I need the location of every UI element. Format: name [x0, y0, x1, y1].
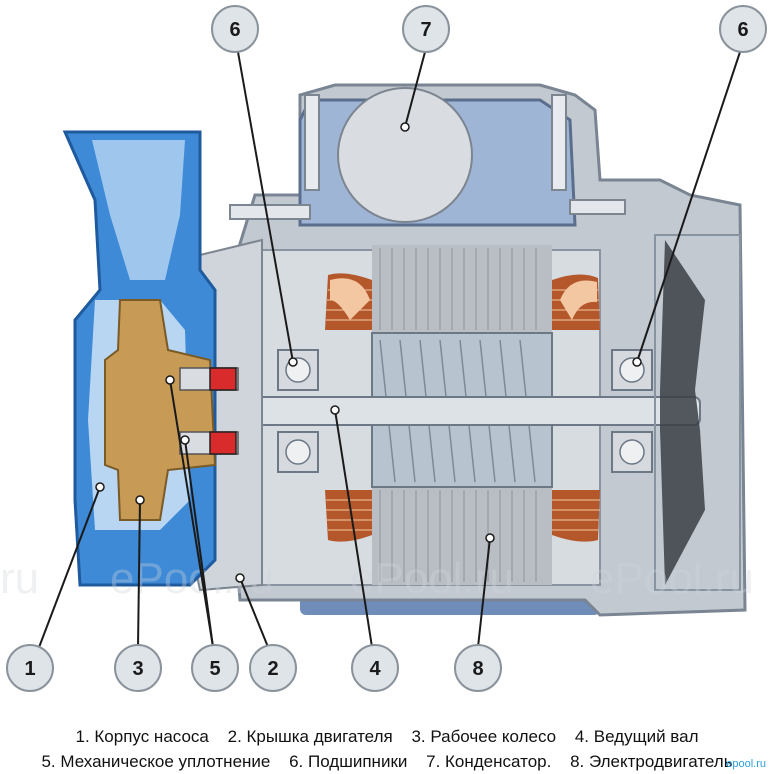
callout-7: 7	[402, 5, 450, 53]
leader-6-right	[636, 51, 741, 363]
leader-8	[477, 537, 491, 648]
legend-item: 5. Механическое уплотнение	[41, 752, 271, 771]
callout-5: 5	[191, 644, 239, 692]
leader-lines	[37, 51, 741, 651]
svg-text:7: 7	[420, 19, 431, 41]
stator-lamination-lines	[379, 248, 537, 582]
leader-5-a	[169, 379, 214, 648]
legend-item: 7. Конденсатор.	[426, 752, 552, 771]
legend-item: 1. Корпус насоса	[75, 727, 209, 746]
cooling-fan	[660, 240, 705, 585]
svg-text:2: 2	[267, 658, 278, 680]
leader-2	[239, 577, 269, 648]
pump-inlet-channel	[92, 140, 185, 280]
callout-4: 4	[351, 644, 399, 692]
stator-core-bottom	[372, 487, 552, 585]
fan-cover	[654, 234, 741, 591]
watermark-2: ePool.ru	[350, 554, 514, 603]
winding-left-bottom	[325, 490, 372, 542]
svg-text:8: 8	[472, 658, 483, 680]
leader-5-b	[184, 439, 214, 648]
winding-end-right-top	[560, 280, 597, 320]
callout-8: 8	[454, 644, 502, 692]
legend-line-2: 5. Механическое уплотнение 6. Подшипники…	[0, 752, 774, 772]
svg-text:4: 4	[369, 658, 381, 680]
svg-text:5: 5	[209, 658, 220, 680]
callout-2: 2	[249, 644, 297, 692]
winding-right-bottom	[552, 490, 600, 542]
capacitor	[337, 87, 473, 223]
svg-text:3: 3	[132, 658, 143, 680]
legend-item: 2. Крышка двигателя	[227, 727, 393, 746]
leader-3	[137, 499, 141, 648]
legend-line-1: 1. Корпус насоса 2. Крышка двигателя 3. …	[0, 727, 774, 747]
callout-1: 1	[6, 644, 54, 692]
legend-item: 3. Рабочее колесо	[411, 727, 557, 746]
leader-7	[404, 51, 426, 128]
leader-6-left	[237, 51, 294, 363]
svg-text:6: 6	[737, 19, 748, 41]
housing-bolt-top-right	[569, 199, 626, 215]
svg-text:1: 1	[24, 658, 35, 680]
stator-core-top	[372, 245, 552, 333]
legend-item: 8. Электродвигатель	[570, 752, 733, 771]
housing-bolt-top-left	[229, 204, 311, 220]
bearing-right	[611, 349, 653, 473]
winding-end-left-top	[330, 278, 370, 320]
corner-watermark: epool.ru	[726, 758, 766, 770]
callout-6-left: 6	[211, 5, 259, 53]
legend-item: 6. Подшипники	[289, 752, 408, 771]
watermark-3: ePool.ru	[590, 554, 754, 603]
callout-6-right: 6	[719, 5, 767, 53]
leader-4	[334, 409, 373, 648]
mechanical-seal	[179, 367, 239, 455]
watermark-fragment: ru	[0, 554, 39, 603]
capacitor-screw-right	[551, 94, 567, 191]
watermark-1: ePool.ru	[110, 554, 274, 603]
leader-1	[37, 486, 101, 651]
svg-text:6: 6	[229, 19, 240, 41]
callout-3: 3	[114, 644, 162, 692]
capacitor-screw-left	[304, 94, 320, 191]
leader-dots	[95, 122, 642, 583]
legend-item: 4. Ведущий вал	[574, 727, 699, 746]
